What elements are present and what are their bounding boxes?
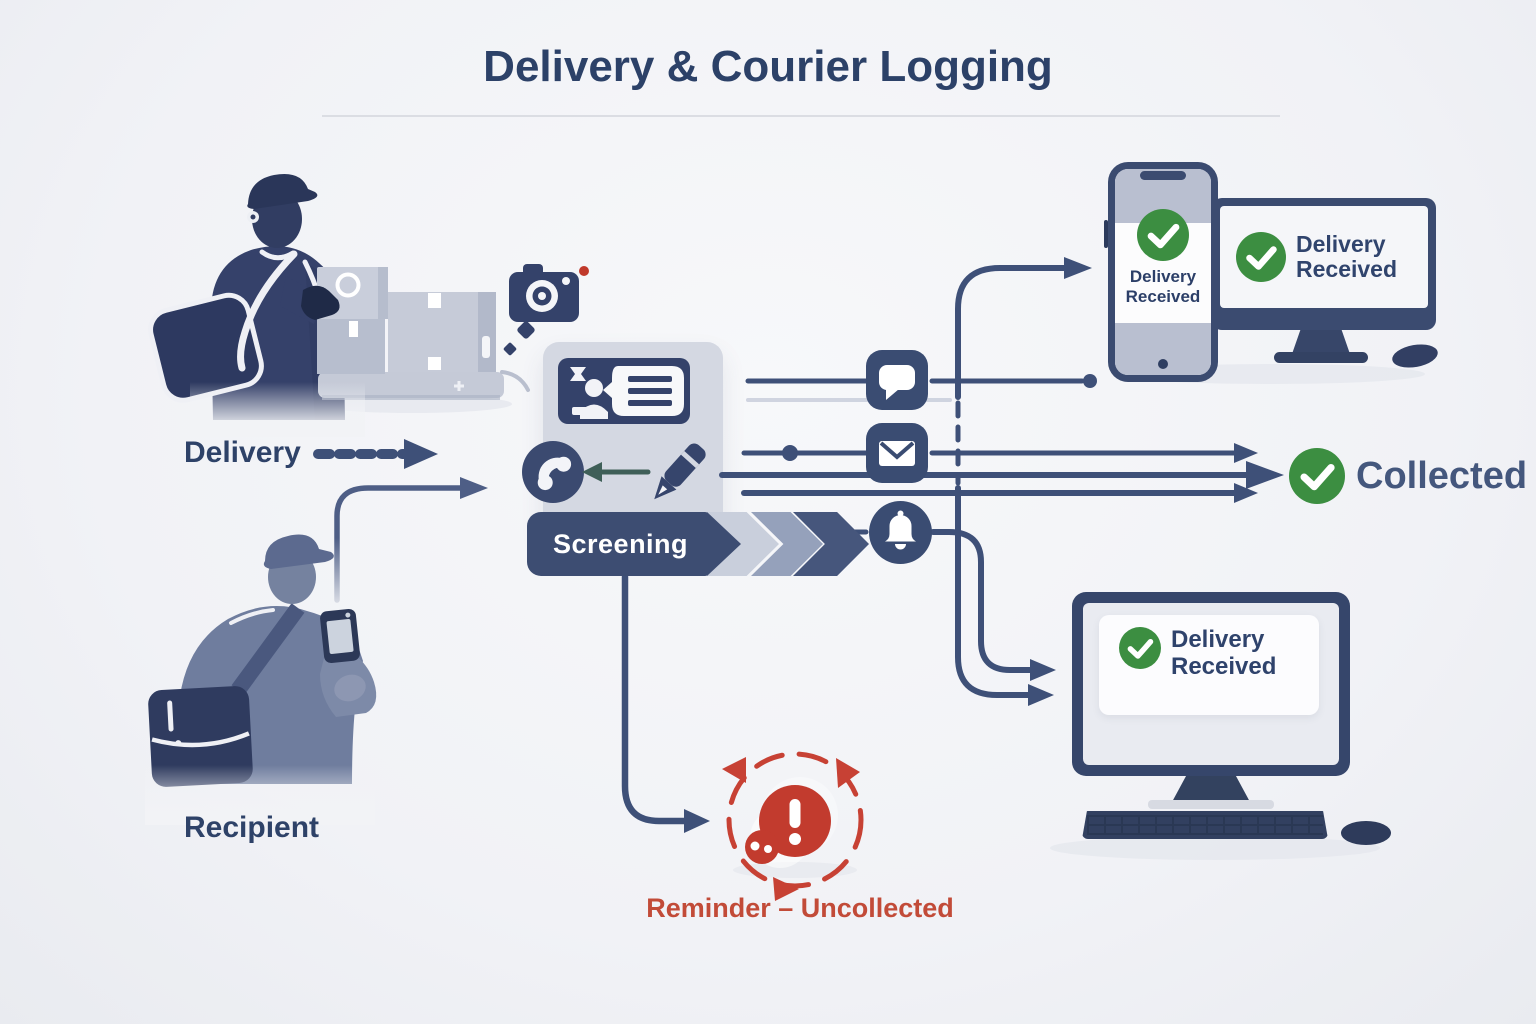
recipient-bag [148, 686, 253, 787]
pencil-icon [654, 443, 706, 500]
phone-notch [1140, 171, 1186, 180]
email-icon [866, 423, 928, 483]
log-status-text: Delivery Received [1171, 626, 1277, 680]
monitor-screen: Delivery Received [1083, 603, 1339, 765]
screening-banner: Screening [527, 512, 873, 576]
chat-bubble-icon [866, 350, 928, 410]
desktop-status-text: Delivery Received [1296, 231, 1398, 282]
phone-side-button [1104, 220, 1108, 248]
log-confirmation-panel: Delivery Received [1099, 615, 1319, 715]
camera-icon [503, 264, 589, 356]
courier-label: Delivery [184, 436, 301, 469]
bell-icon [869, 501, 932, 564]
monitor-stand [1292, 329, 1350, 354]
collected-label: Collected [1356, 455, 1528, 497]
phone-status-text: Delivery Received [1125, 267, 1201, 306]
screening-banner-body [527, 512, 709, 576]
mouse-icon [1341, 821, 1391, 845]
camera-rec-dot [579, 266, 589, 276]
phone-screen: Delivery Received [1115, 169, 1211, 375]
package-boxes [317, 267, 530, 400]
monitor-stand [1172, 776, 1250, 802]
id-card-icon [558, 358, 690, 424]
monitor-base [1274, 352, 1368, 363]
recipient-figure [148, 534, 377, 787]
recipient-arrow [334, 485, 463, 603]
smartphone-device: Delivery Received [1104, 162, 1218, 382]
flow-connectors [313, 265, 1249, 825]
recipient-phone [320, 608, 360, 664]
phone-home-button [1158, 359, 1168, 369]
phone-call-icon [522, 441, 584, 503]
check-icon [1137, 209, 1189, 261]
log-monitor: Delivery Received [1072, 592, 1350, 776]
page-title: Delivery & Courier Logging [483, 42, 1053, 91]
alert-icon [745, 777, 838, 868]
keyboard-icon [1082, 811, 1328, 839]
screening-banner-tip [707, 512, 741, 576]
check-icon [1119, 627, 1161, 669]
keyboard-keys [1087, 815, 1323, 835]
courier-arm [280, 276, 340, 324]
reminder-cycle [722, 751, 864, 901]
check-icon [1236, 232, 1286, 282]
check-icon [1289, 448, 1345, 504]
reminder-label: Reminder – Uncollected [646, 893, 954, 923]
monitor-screen: Delivery Received [1220, 206, 1428, 308]
desktop-monitor: Delivery Received [1212, 198, 1436, 330]
screening-to-reminder-arrow [621, 573, 688, 825]
screening-label: Screening [553, 529, 689, 559]
arrowheads [404, 257, 1284, 833]
shelf-mark [454, 381, 464, 391]
monitor-base [1148, 800, 1274, 809]
log-back-arrow [582, 462, 651, 482]
title-divider [322, 115, 1280, 117]
recipient-label: Recipient [184, 811, 320, 844]
